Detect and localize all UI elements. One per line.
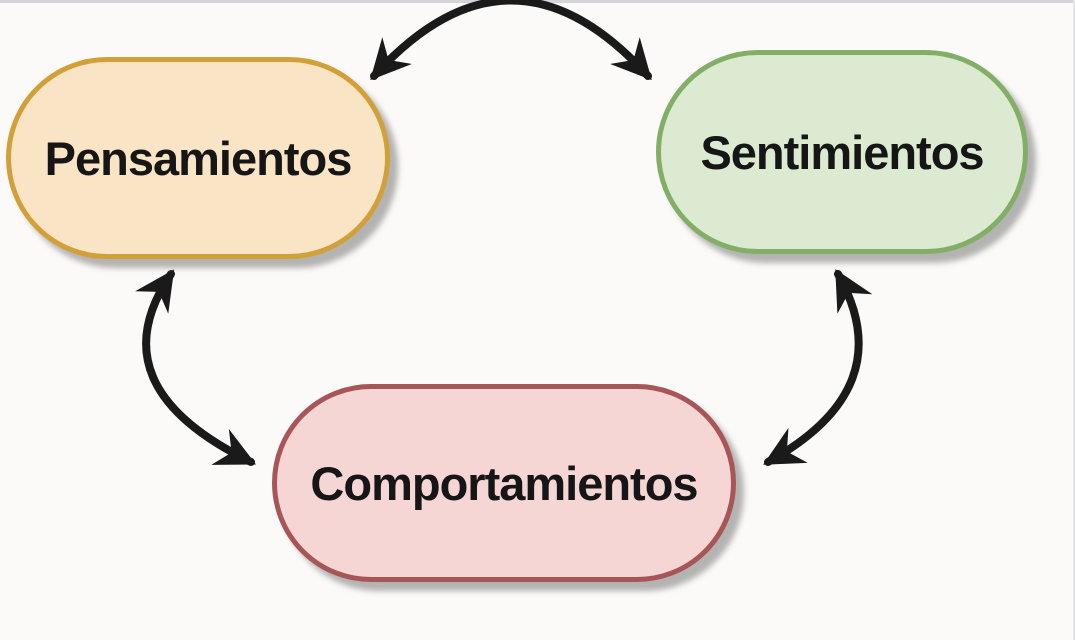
node-pensamientos-label: Pensamientos <box>44 131 353 185</box>
node-sentimientos-label: Sentimientos <box>700 125 984 179</box>
right-edge-line <box>1073 0 1075 640</box>
top-edge-line <box>0 0 1075 3</box>
node-comportamientos-label: Comportamientos <box>310 456 698 510</box>
node-comportamientos: Comportamientos <box>272 384 736 582</box>
node-pensamientos: Pensamientos <box>6 57 390 259</box>
node-sentimientos: Sentimientos <box>656 50 1028 254</box>
arrow-sentimientos-comportamientos <box>763 269 873 466</box>
arrow-pensamientos-comportamientos <box>135 269 257 466</box>
arrow-pensamientos-sentimientos <box>370 0 652 81</box>
